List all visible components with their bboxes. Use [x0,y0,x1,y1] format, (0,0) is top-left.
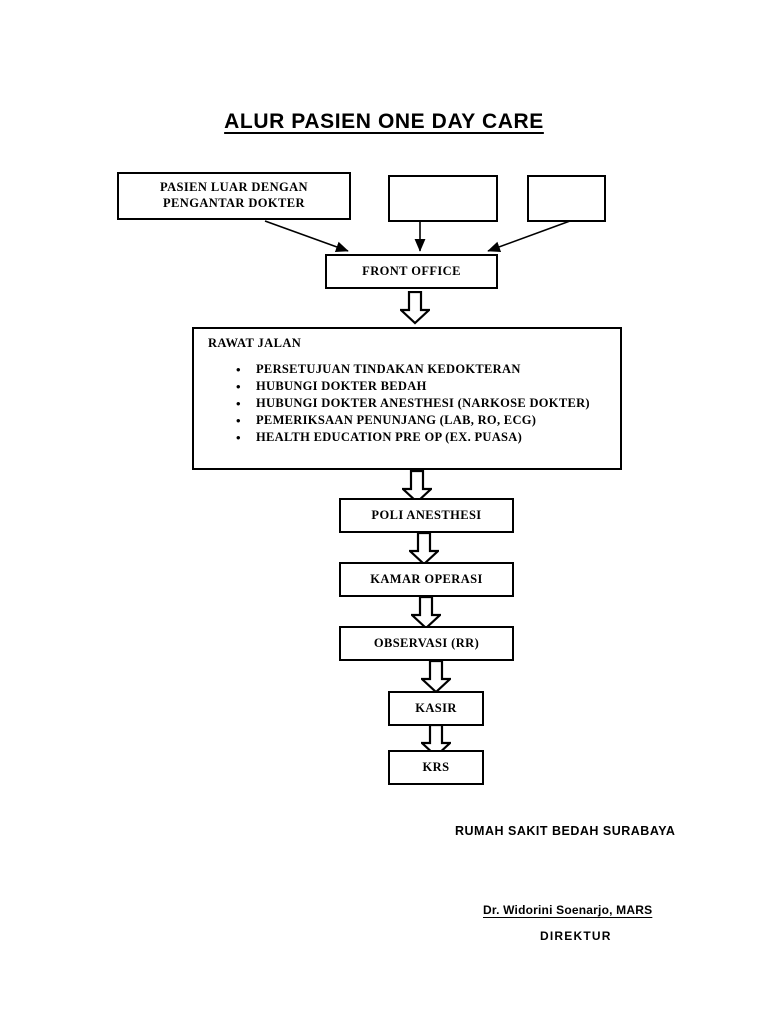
list-item: • PERSETUJUAN TINDAKAN KEDOKTERAN [236,361,610,378]
flow-box-pasien-luar: PASIEN LUAR DENGAN PENGANTAR DOKTER [117,172,351,220]
flow-box-observasi: OBSERVASI (RR) [339,626,514,661]
bullet-icon: • [236,395,241,411]
down-arrow-icon-kamar-operasi-to-observasi [411,596,441,630]
list-item-label: HUBUNGI DOKTER BEDAH [256,378,427,393]
flow-box-front-office: FRONT OFFICE [325,254,498,289]
page-title: ALUR PASIEN ONE DAY CARE [224,110,544,133]
down-arrow-icon-front-office-to-rawat-jalan [400,291,430,325]
signature-role: DIREKTUR [540,929,612,943]
list-item-label: HUBUNGI DOKTER ANESTHESI (NARKOSE DOKTER… [256,395,590,410]
bullet-icon: • [236,430,241,446]
list-item: • HUBUNGI DOKTER ANESTHESI (NARKOSE DOKT… [236,395,610,412]
down-arrow-icon-poli-anesthesi-to-kamar-operasi [409,532,439,566]
list-item: • HEALTH EDUCATION PRE OP (EX. PUASA) [236,429,610,446]
bullet-icon: • [236,361,241,377]
flow-box-krs: KRS [388,750,484,785]
signature-name: Dr. Widorini Soenarjo, MARS [483,903,653,917]
list-item: • PEMERIKSAAN PENUNJANG (LAB, RO, ECG) [236,412,610,429]
flow-box-kamar-operasi: KAMAR OPERASI [339,562,514,597]
converging-arrows [230,218,650,260]
flow-box-kasir: KASIR [388,691,484,726]
bullet-icon: • [236,413,241,428]
list-item-label: PEMERIKSAAN PENUNJANG (LAB, RO, ECG) [256,413,537,427]
down-arrow-icon-rawat-jalan-to-poli-anesthesi [402,470,432,504]
flow-box-rawat-jalan: RAWAT JALAN • PERSETUJUAN TINDAKAN KEDOK… [192,327,622,470]
list-item-label: PERSETUJUAN TINDAKAN KEDOKTERAN [256,361,521,376]
down-arrow-icon-observasi-to-kasir [421,660,451,694]
rawat-jalan-heading: RAWAT JALAN [208,336,302,350]
flow-box-empty-2 [527,175,606,222]
down-arrow-icon-kasir-to-krs [421,724,451,758]
flow-box-poli-anesthesi: POLI ANESTHESI [339,498,514,533]
rawat-jalan-list: • PERSETUJUAN TINDAKAN KEDOKTERAN • HUBU… [204,361,610,446]
bullet-icon: • [236,378,241,394]
flow-box-empty-1 [388,175,498,222]
organization-name: RUMAH SAKIT BEDAH SURABAYA [455,824,676,838]
list-item: • HUBUNGI DOKTER BEDAH [236,378,610,395]
list-item-label: HEALTH EDUCATION PRE OP (EX. PUASA) [256,430,523,445]
